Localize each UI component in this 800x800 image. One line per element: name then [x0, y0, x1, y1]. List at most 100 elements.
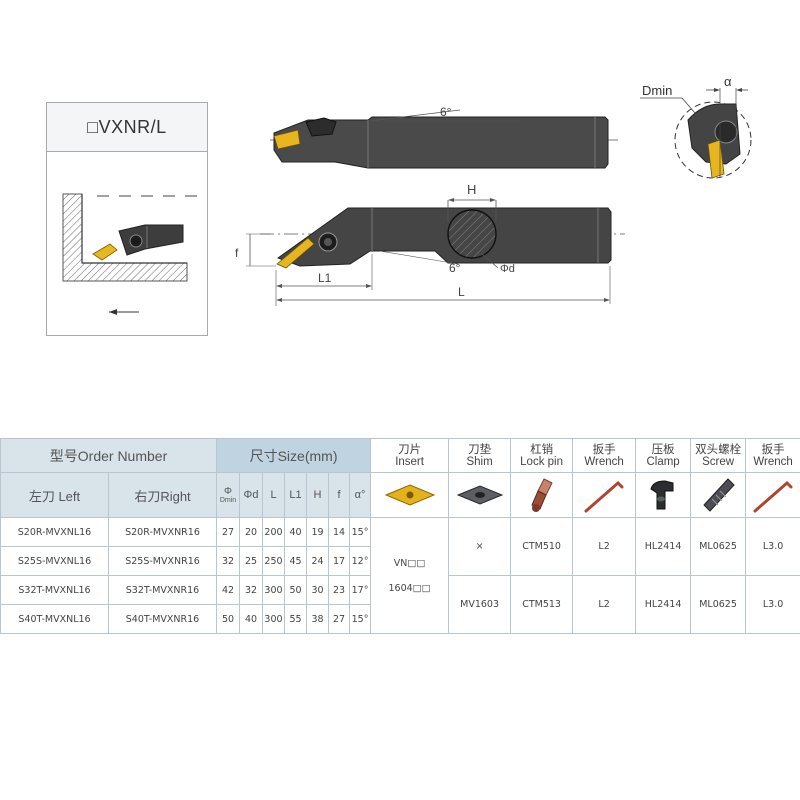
acc-en: Wrench: [753, 455, 793, 468]
right-code: S25S-MVXNR16: [108, 546, 217, 576]
clamp-cell-2: HL2414: [635, 575, 692, 634]
tool-end-view-drawing: Dmin α: [640, 74, 752, 179]
clamp-cell-1: HL2414: [635, 517, 692, 576]
col-l-header: L: [262, 472, 285, 518]
acc-en: Screw: [702, 455, 735, 468]
col-phid-header: Φd: [239, 472, 263, 518]
acc-en: Clamp: [646, 455, 680, 468]
left-code: S40T-MVXNL16: [0, 604, 109, 634]
col-l1-header: L1: [284, 472, 307, 518]
cell-alpha: 17°: [348, 575, 372, 605]
wrench2-image: [745, 472, 800, 518]
dim-l-label: L: [458, 285, 465, 299]
acc-cn: 刀片: [398, 443, 422, 456]
insert-spec-line1: VN□□: [393, 557, 426, 569]
shim-icon: [449, 473, 510, 517]
acc-en: Shim: [466, 455, 493, 468]
cell-f: 27: [328, 604, 350, 634]
wrench-icon: [573, 473, 635, 517]
right-code: S20R-MVXNR16: [108, 517, 217, 547]
lockpin-cell-1: CTM510: [510, 517, 574, 576]
lockpin-image: [510, 472, 574, 518]
dim-phid-label: Φd: [500, 263, 515, 275]
tool-top-view-drawing: H f L1 L 6° Φd: [235, 182, 625, 306]
order-number-header: 型号Order Number: [0, 438, 217, 473]
dim-l1-label: L1: [318, 271, 332, 285]
acc-en: Wrench: [584, 455, 624, 468]
left-code: S25S-MVXNL16: [0, 546, 109, 576]
cell-d: 20: [239, 517, 263, 547]
cell-h: 19: [306, 517, 329, 547]
clamp-icon: [636, 473, 690, 517]
product-code-title: □VXNR/L: [47, 103, 207, 152]
cell-h: 30: [306, 575, 329, 605]
wrench2-cell-2: L3.0: [745, 575, 800, 634]
insert-spec-cell: VN□□ 1604□□: [370, 517, 450, 634]
cell-l1: 55: [284, 604, 307, 634]
col-phi-label: Φ: [224, 485, 232, 497]
cell-l: 250: [262, 546, 285, 576]
clamp-image: [635, 472, 692, 518]
cell-l: 300: [262, 604, 285, 634]
shim-cell-2: MV1603: [448, 575, 512, 634]
cell-l1: 50: [284, 575, 307, 605]
product-code-text: □: [87, 116, 99, 137]
left-code: S32T-MVXNL16: [0, 575, 109, 605]
lock-pin-icon: [511, 473, 572, 517]
lockpin-cell-2: CTM513: [510, 575, 574, 634]
insert-spec-line2: 1604□□: [388, 582, 431, 594]
screw-cell-1: ML0625: [690, 517, 747, 576]
cell-f: 14: [328, 517, 350, 547]
right-code: S40T-MVXNR16: [108, 604, 217, 634]
acc-cn: 扳手: [761, 443, 785, 456]
right-code: S32T-MVXNR16: [108, 575, 217, 605]
left-header: 左刀 Left: [0, 472, 109, 518]
cell-h: 38: [306, 604, 329, 634]
col-f-header: f: [328, 472, 350, 518]
cell-dmin: 50: [216, 604, 240, 634]
cell-dmin: 27: [216, 517, 240, 547]
dim-dmin-label: Dmin: [642, 83, 672, 98]
left-code: S20R-MVXNL16: [0, 517, 109, 547]
wrench-image: [572, 472, 637, 518]
screw-icon: [691, 473, 745, 517]
acc-cn: 扳手: [592, 443, 616, 456]
tool-side-view-drawing: 6°: [270, 105, 618, 169]
insert-image: [370, 472, 450, 518]
cell-dmin: 42: [216, 575, 240, 605]
acc-en: Insert: [395, 455, 424, 468]
col-alpha-header: α°: [348, 472, 372, 518]
insert-icon: [371, 473, 448, 517]
table-row: S40T-MVXNL16 S40T-MVXNR16 50 40 300 55 3…: [0, 604, 800, 634]
dim-f-label: f: [235, 246, 239, 260]
acc-cn: 双头螺栓: [695, 443, 742, 456]
shim-cell-1: ×: [448, 517, 512, 576]
angle-label-top: 6°: [440, 105, 452, 119]
cell-dmin: 32: [216, 546, 240, 576]
shim-image: [448, 472, 512, 518]
cell-alpha: 15°: [348, 604, 372, 634]
cell-h: 24: [306, 546, 329, 576]
wrench-cell-2: L2: [572, 575, 637, 634]
col-dmin-label: Dmin: [219, 496, 237, 504]
wrench2-cell-1: L3.0: [745, 517, 800, 576]
dim-alpha-label: α: [724, 74, 732, 89]
cell-l1: 40: [284, 517, 307, 547]
col-h-header: H: [306, 472, 329, 518]
acc-cn: 刀垫: [468, 443, 492, 456]
product-code-box: □VXNR/L: [46, 102, 208, 336]
screw-cell-2: ML0625: [690, 575, 747, 634]
cell-alpha: 12°: [348, 546, 372, 576]
cell-d: 40: [239, 604, 263, 634]
product-code-value: VXNR/L: [98, 116, 167, 137]
cell-f: 23: [328, 575, 350, 605]
angle-label-bottom: 6°: [449, 261, 461, 275]
cell-l1: 45: [284, 546, 307, 576]
